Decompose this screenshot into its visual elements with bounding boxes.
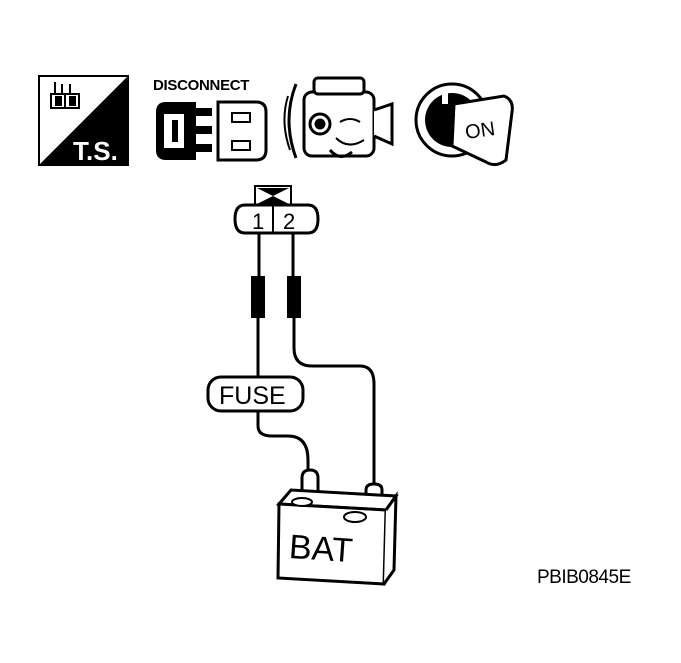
test-leads (251, 233, 376, 490)
probe-2 (287, 276, 301, 318)
battery-label: BAT (288, 528, 354, 570)
probe-1 (251, 276, 265, 318)
troubleshooting-icon: T.S. (38, 75, 129, 166)
engine-icon (283, 76, 394, 159)
ts-label: T.S. (73, 136, 118, 166)
ignition-key-on-icon: ON (414, 82, 514, 167)
disconnect-label: DISCONNECT (153, 77, 249, 94)
fuse: FUSE (206, 375, 305, 413)
connector-pin-1: 1 (252, 209, 264, 234)
battery: BAT (275, 468, 399, 586)
connector-pin-2: 2 (283, 209, 295, 234)
figure-code: PBIB0845E (537, 567, 631, 588)
ignition-on-label: ON (464, 118, 497, 144)
disconnect-connector-icon: DISCONNECT (153, 77, 268, 162)
connector: 1 2 (233, 185, 320, 235)
fuse-label: FUSE (219, 382, 286, 410)
